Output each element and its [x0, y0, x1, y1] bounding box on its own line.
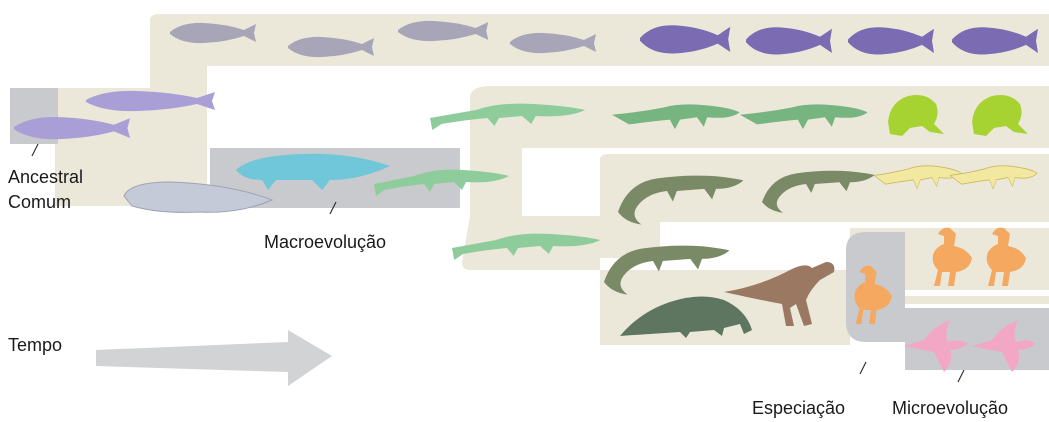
time-arrow [96, 330, 332, 386]
ancestor-label-line1: Ancestral [8, 167, 83, 187]
speciation-callout [860, 362, 866, 374]
speciation-label: Especiação [752, 398, 845, 418]
microevolution-callout [958, 370, 964, 382]
macroevolution-label: Macroevolução [264, 232, 386, 252]
branch-bird-lower [900, 296, 1049, 304]
ancestor-callout [32, 144, 38, 156]
time-label: Tempo [8, 335, 62, 355]
ancestor-label-line2: Comum [8, 192, 71, 212]
microevolution-label: Microevolução [892, 398, 1008, 418]
